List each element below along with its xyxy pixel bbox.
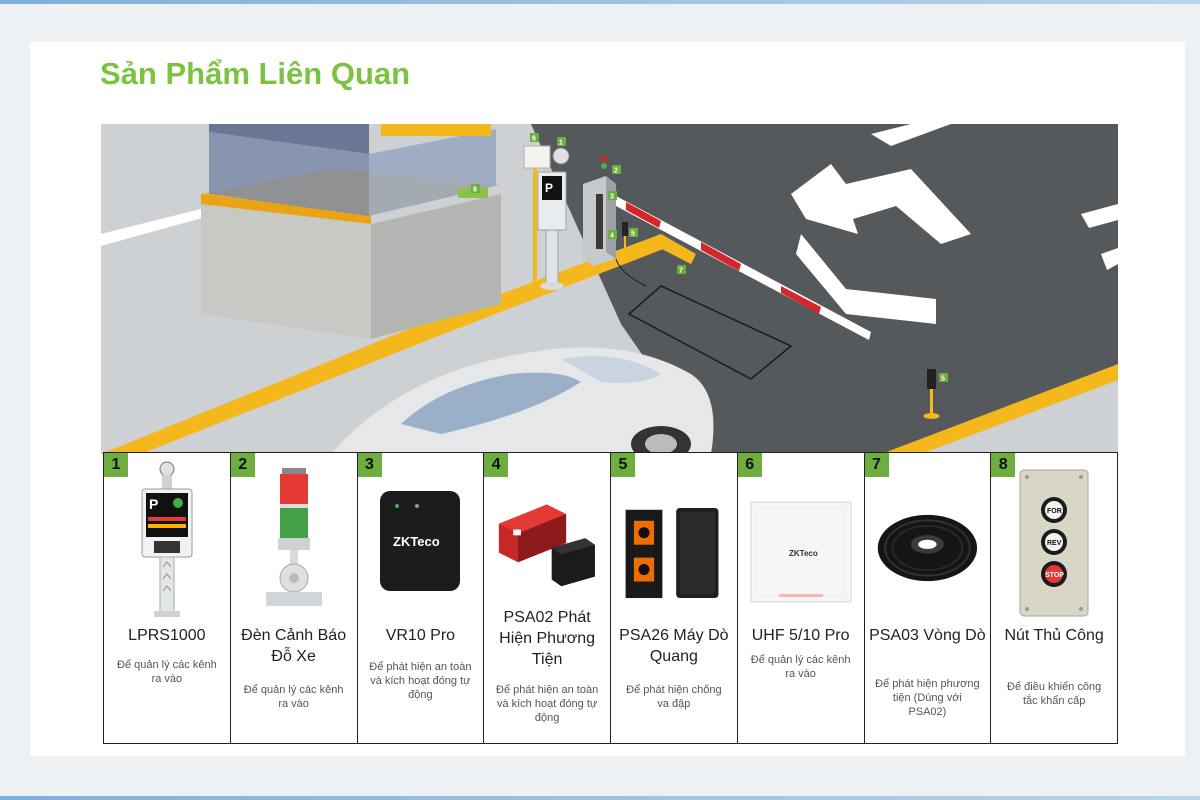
svg-text:6: 6 (532, 136, 536, 143)
lprs-camera-pole-icon: P (114, 461, 220, 621)
product-name: VR10 Pro (385, 627, 456, 644)
photo-sensor-icon (621, 493, 727, 613)
product-description: Để phát hiện chống va đập (626, 684, 722, 710)
svg-text:P: P (149, 496, 158, 512)
product-number-badge: 7 (864, 453, 889, 477)
parking-scene-svg: P (101, 124, 1118, 454)
product-description: Để quản lý các kênh ra vào (750, 654, 851, 680)
product-number-badge: 6 (737, 453, 762, 477)
loop-detector-icon (494, 483, 600, 603)
product-name: LPRS1000 (128, 627, 206, 644)
svg-text:P: P (545, 181, 553, 195)
product-card-psa03: 7 PSA03 Vòng Dò Để phát hiện phương tiện… (863, 452, 992, 744)
svg-text:ZKTeco: ZKTeco (393, 534, 440, 549)
product-number-badge: 1 (104, 453, 128, 477)
product-description: Để phát hiện an toàn và kích hoạt đóng t… (369, 661, 472, 701)
product-name: Nút Thủ Công (1004, 627, 1104, 644)
product-description: Để quản lý các kênh ra vào (117, 659, 217, 685)
page-title: Sản Phẩm Liên Quan (100, 56, 411, 91)
product-card-manual-button: 8 FOR REV STOP Nút Thủ Công Để điều khiể… (990, 452, 1118, 744)
uhf-reader-icon: ZKTeco (748, 493, 854, 611)
bottom-border (0, 796, 1200, 800)
product-number-badge: 5 (611, 453, 635, 477)
svg-text:5: 5 (631, 231, 635, 238)
lane-markings (791, 124, 1118, 324)
product-number-badge: 8 (991, 453, 1016, 477)
photo-sensor-posts (622, 222, 940, 419)
product-description: Để phát hiện phương tiện (Dùng với PSA02… (875, 678, 980, 718)
product-description: Để điều khiển công tắc khẩn cấp (1007, 681, 1102, 707)
svg-text:7: 7 (679, 268, 683, 275)
svg-text:3: 3 (610, 194, 614, 201)
product-card-vr10-pro: 3 ZKTeco VR10 Pro Để phát hiện an toàn v… (356, 452, 485, 744)
product-card-uhf-pro: 6 ZKTeco UHF 5/10 Pro Để quản lý các kên… (736, 452, 865, 744)
tower-light-icon (241, 461, 347, 621)
product-card-tower-light: 2 Đèn Cảnh Báo Đỗ Xe Để quản lý các kênh… (229, 452, 358, 744)
svg-text:REV: REV (1047, 540, 1062, 547)
product-number-badge: 3 (357, 453, 382, 477)
uhf-reader-post (523, 145, 551, 294)
top-border (0, 0, 1200, 4)
product-number-badge: 4 (484, 453, 509, 477)
svg-text:ZKTeco: ZKTeco (789, 549, 818, 558)
product-card-psa02: 4 PSA02 Phát Hiện Phương Tiện Để phát hi… (483, 452, 611, 744)
svg-text:2: 2 (614, 168, 618, 175)
product-name: PSA03 Vòng Dò (869, 627, 986, 644)
product-description: Để quản lý các kênh ra vào (243, 684, 344, 710)
product-card-psa26: 5 PSA26 Máy Dò Quang Để phát hiện chống … (610, 452, 738, 744)
callout-badges: 1 2 3 4 5 6 7 8 5 (471, 133, 948, 383)
parking-scene-illustration: P (101, 124, 1118, 454)
guard-booth (201, 124, 501, 339)
push-button-box-icon: FOR REV STOP (1001, 465, 1107, 621)
svg-text:STOP: STOP (1045, 572, 1064, 579)
svg-text:1: 1 (559, 140, 563, 147)
product-description: Để phát hiện an toàn và kích hoạt đóng t… (496, 684, 599, 724)
product-grid: 1 P LPRS1000 Để quản lý các kênh ra vào … (103, 452, 1118, 744)
product-card-lprs1000: 1 P LPRS1000 Để quản lý các kênh ra vào (103, 452, 231, 744)
product-name: PSA02 Phát Hiện Phương Tiện (499, 609, 596, 668)
product-name: Đèn Cảnh Báo Đỗ Xe (241, 627, 347, 665)
product-name: UHF 5/10 Pro (751, 627, 850, 644)
svg-text:FOR: FOR (1047, 508, 1062, 515)
car (331, 347, 714, 454)
lpr-pole: P (537, 147, 570, 290)
product-name: PSA26 Máy Dò Quang (619, 627, 729, 665)
induction-loop (627, 285, 793, 380)
product-number-badge: 2 (230, 453, 255, 477)
svg-text:5: 5 (941, 376, 945, 383)
svg-text:8: 8 (473, 187, 477, 194)
radar-sensor-icon: ZKTeco (368, 461, 474, 621)
loop-cable-icon (875, 493, 981, 603)
svg-text:4: 4 (610, 233, 614, 240)
